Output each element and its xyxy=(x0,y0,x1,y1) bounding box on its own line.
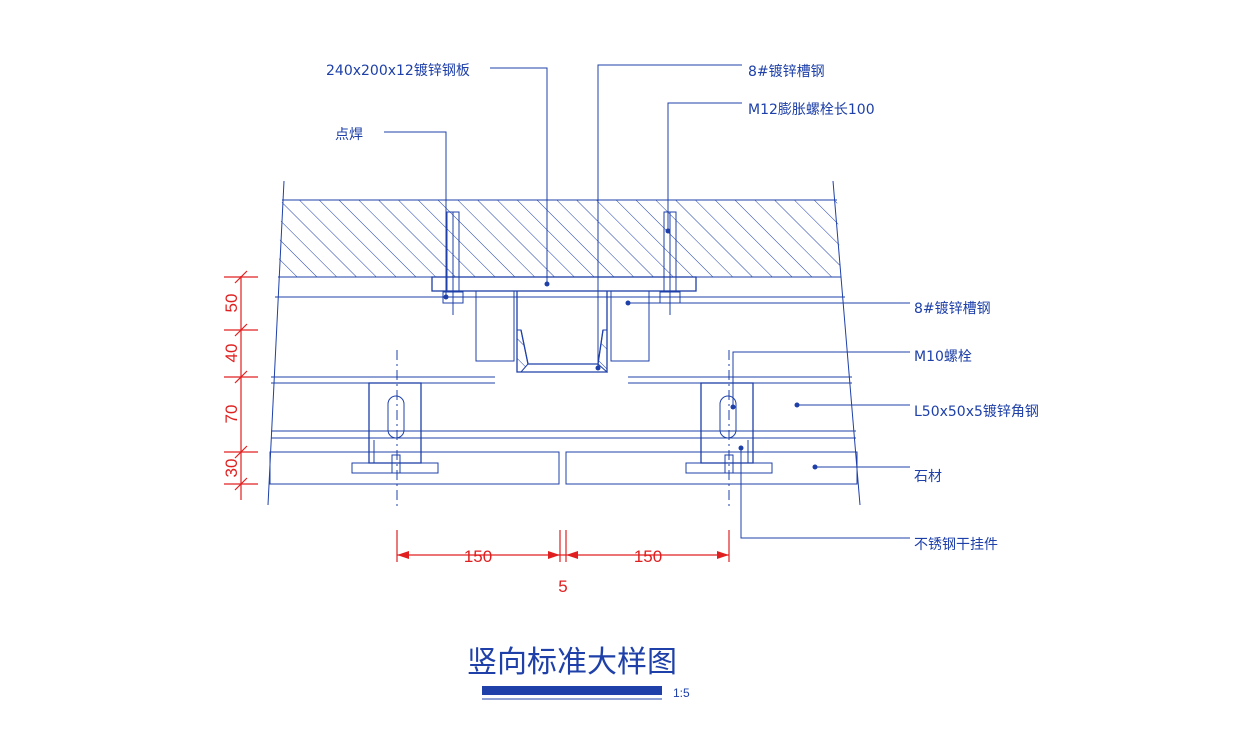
label-stone: 石材 xyxy=(914,469,942,485)
anchor-bolt-right xyxy=(659,211,681,315)
reference-lines xyxy=(271,296,856,439)
anchor-bolt-left xyxy=(442,211,464,315)
label-m10-bolt: M10螺栓 xyxy=(914,349,972,365)
label-expansion-bolt: M12膨胀螺栓长100 xyxy=(748,101,875,118)
dim-40: 40 xyxy=(222,344,241,363)
dim-30: 30 xyxy=(222,459,241,478)
dim-gap: 5 xyxy=(558,577,567,596)
label-spot-weld: 点焊 xyxy=(335,127,363,143)
label-steel-plate: 240x200x12镀锌钢板 xyxy=(326,62,470,79)
angle-steel-left xyxy=(368,382,422,464)
stone-panels xyxy=(269,451,858,485)
label-angle-steel: L50x50x5镀锌角钢 xyxy=(914,403,1039,420)
vertical-dimensions xyxy=(224,270,258,500)
hanger-left xyxy=(351,454,439,474)
label-channel-side: 8#镀锌槽钢 xyxy=(914,300,991,317)
side-outlines xyxy=(267,180,861,506)
drawing-title: 竖向标准大样图 xyxy=(467,645,677,680)
dim-50: 50 xyxy=(222,294,241,313)
leader-lines xyxy=(384,64,910,539)
dim-150-right: 150 xyxy=(634,547,662,566)
label-channel-top: 8#镀锌槽钢 xyxy=(748,63,825,80)
steel-plate xyxy=(431,276,697,292)
angle-steel-right xyxy=(700,382,754,464)
concrete-slab xyxy=(278,199,841,278)
title-underline-bar xyxy=(482,686,662,695)
label-hanger: 不锈钢干挂件 xyxy=(914,537,998,553)
dim-150-left: 150 xyxy=(464,547,492,566)
drawing-scale: 1:5 xyxy=(673,686,690,700)
channel-steel xyxy=(475,290,650,374)
dim-70: 70 xyxy=(222,405,241,424)
horizontal-dimensions xyxy=(396,530,730,562)
